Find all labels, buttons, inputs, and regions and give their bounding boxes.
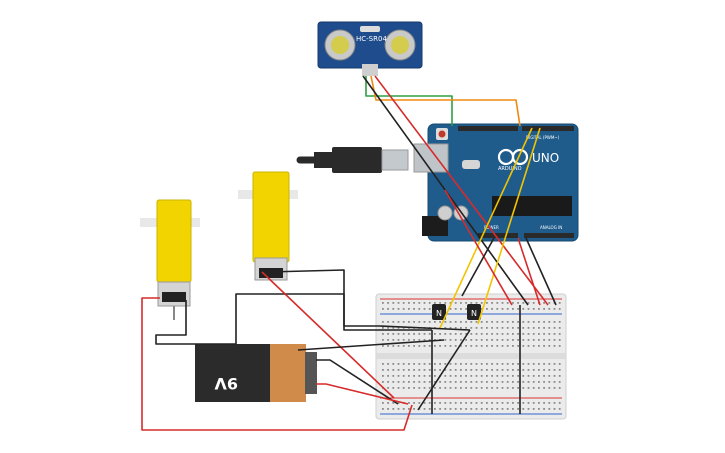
wire-battery-black xyxy=(316,359,399,405)
battery-icon: 9V xyxy=(195,344,317,402)
sensor-label: HC-SR04 xyxy=(356,35,387,43)
arduino-brand-label: ARDUINO xyxy=(498,166,522,172)
wire-yellow-1 xyxy=(439,127,533,329)
wires xyxy=(141,75,557,431)
arduino-model-label: UNO xyxy=(532,151,559,165)
usb-cable-icon xyxy=(296,147,409,173)
dc-motor-right xyxy=(238,171,298,281)
wire-battery-red xyxy=(316,383,409,405)
wire-motor-left-red xyxy=(141,297,413,431)
wire-motor-right-red xyxy=(261,271,395,399)
wire-yellow-2 xyxy=(477,127,541,325)
wire-motor-right-black xyxy=(267,269,471,331)
arduino-board-icon: UNO ARDUINO DIGITAL (PWM~) POWER ANALOG … xyxy=(413,123,579,242)
arduino-digital-label: DIGITAL (PWM~) xyxy=(526,135,560,140)
wire-green-trig xyxy=(365,76,453,126)
transistor-icon: N N xyxy=(432,304,481,320)
wire-red-5v xyxy=(444,189,513,306)
battery-label: 9V xyxy=(214,374,238,393)
dc-motor-left xyxy=(140,199,200,320)
transistor-2-label: N xyxy=(471,309,477,318)
arduino-power-label: POWER xyxy=(484,225,499,230)
wire-orange-echo xyxy=(370,75,521,127)
wire-red-vcc xyxy=(374,75,549,306)
ultrasonic-sensor-icon: HC-SR04 xyxy=(317,21,423,76)
transistor-1-label: N xyxy=(436,309,442,318)
arduino-analog-label: ANALOG IN xyxy=(540,225,562,230)
